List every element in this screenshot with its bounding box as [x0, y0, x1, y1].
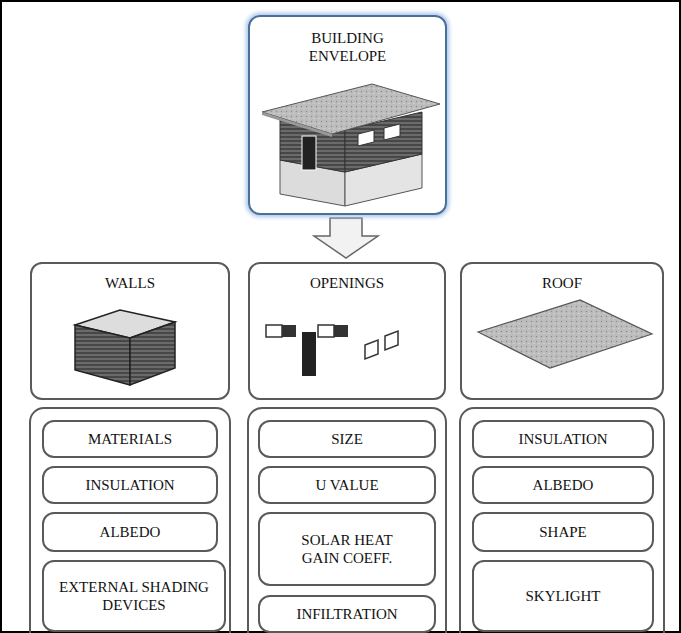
node-text: EXTERNAL SHADING DEVICES	[44, 578, 224, 614]
node-text: SIZE	[325, 430, 369, 448]
property-box: U VALUE	[258, 466, 436, 504]
property-box: SKYLIGHT	[472, 560, 654, 632]
node-text: ROOF	[536, 274, 588, 292]
property-box: SIZE	[258, 420, 436, 458]
openings-illustration	[266, 325, 398, 376]
node-text: SOLAR HEAT GAIN COEFF.	[276, 531, 418, 567]
property-box: ALBEDO	[472, 466, 654, 504]
node-text: INSULATION	[512, 430, 613, 448]
node-text: INSULATION	[79, 476, 180, 494]
property-box: INSULATION	[472, 420, 654, 458]
node-text: ALBEDO	[94, 523, 167, 541]
node-text: BUILDING ENVELOPE	[282, 29, 414, 65]
category-box: ROOF	[460, 262, 664, 400]
property-box: SHAPE	[472, 512, 654, 552]
category-box: OPENINGS	[248, 262, 446, 400]
column-container	[30, 408, 230, 633]
node-text: U VALUE	[309, 476, 384, 494]
roof-illustration	[478, 300, 652, 368]
property-box: INFILTRATION	[258, 595, 436, 633]
property-box: INSULATION	[42, 466, 218, 504]
envelope-box: BUILDING ENVELOPE	[248, 15, 447, 215]
house-illustration	[262, 84, 440, 206]
category-box: WALLS	[30, 262, 230, 400]
node-text: ALBEDO	[527, 476, 600, 494]
column-container	[460, 408, 664, 633]
node-text: SKYLIGHT	[520, 587, 607, 605]
property-box: EXTERNAL SHADING DEVICES	[42, 560, 226, 632]
node-text: SHAPE	[533, 523, 593, 541]
property-box: SOLAR HEAT GAIN COEFF.	[258, 512, 436, 586]
node-text: OPENINGS	[304, 274, 390, 292]
column-container	[248, 408, 446, 633]
node-text: INFILTRATION	[290, 605, 403, 623]
property-box: ALBEDO	[42, 512, 218, 552]
walls-illustration	[75, 310, 175, 385]
node-text: WALLS	[99, 274, 161, 292]
block-arrow	[314, 218, 378, 258]
property-box: MATERIALS	[42, 420, 218, 458]
node-text: MATERIALS	[82, 430, 178, 448]
